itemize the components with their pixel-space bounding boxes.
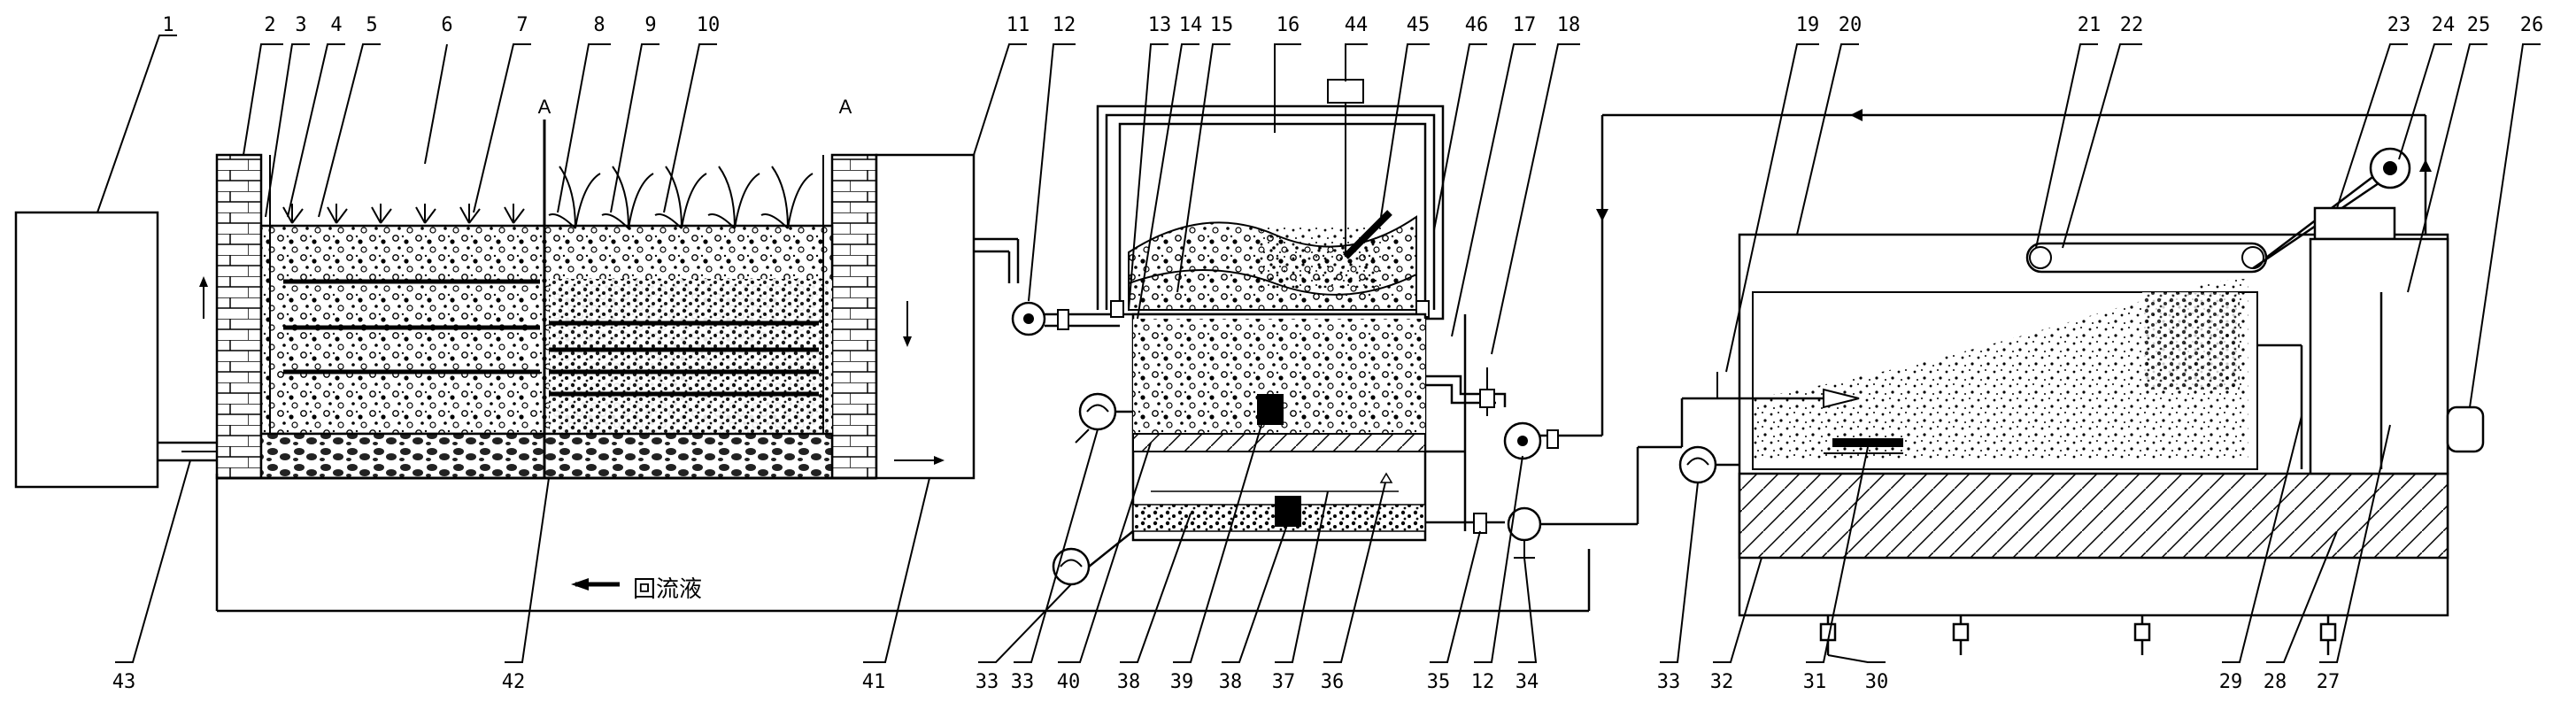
- callout-top-44: 44: [1344, 14, 1369, 36]
- callout-top-24: 24: [2431, 14, 2456, 36]
- callout-top-1: 1: [162, 14, 174, 36]
- outlet-pipe: [2446, 405, 2485, 453]
- callout-bottom-30: 30: [1864, 671, 1889, 693]
- callout-bottom-28: 28: [2263, 671, 2287, 693]
- callout-top-46: 46: [1464, 14, 1489, 36]
- section-mark-right: A: [838, 96, 852, 118]
- callout-top-20: 20: [1838, 14, 1863, 36]
- callout-bottom-33a: 33: [975, 671, 999, 693]
- callout-top-3: 3: [295, 14, 307, 36]
- callout-top-16: 16: [1276, 14, 1300, 36]
- section-mark-left: A: [537, 96, 551, 118]
- outlet-chamber: [875, 153, 976, 480]
- brick-wall-left: [215, 153, 263, 480]
- callout-top-7: 7: [516, 14, 528, 36]
- callout-bottom-35: 35: [1426, 671, 1451, 693]
- callout-top-18: 18: [1556, 14, 1581, 36]
- callout-bottom-43: 43: [112, 671, 136, 693]
- callout-top-25: 25: [2466, 14, 2491, 36]
- callout-top-15: 15: [1209, 14, 1234, 36]
- callout-bottom-39: 39: [1169, 671, 1194, 693]
- callout-bottom-38b: 38: [1218, 671, 1243, 693]
- pump-33c: [1678, 445, 1717, 484]
- callout-top-21: 21: [2077, 14, 2102, 36]
- callout-top-9: 9: [644, 14, 657, 36]
- collection-tank: [14, 211, 159, 489]
- callout-top-2: 2: [264, 14, 276, 36]
- callout-top-12: 12: [1052, 14, 1076, 36]
- wetland-base-layer: [259, 432, 834, 480]
- callout-top-4: 4: [330, 14, 343, 36]
- callout-bottom-33c: 33: [1656, 671, 1681, 693]
- callout-bottom-36: 36: [1320, 671, 1345, 693]
- callout-top-8: 8: [593, 14, 605, 36]
- callout-bottom-38a: 38: [1116, 671, 1141, 693]
- callout-top-45: 45: [1406, 14, 1431, 36]
- callout-top-5: 5: [366, 14, 378, 36]
- callout-bottom-27: 27: [2316, 671, 2341, 693]
- callout-bottom-42: 42: [501, 671, 526, 693]
- pump-33a: [1078, 392, 1117, 431]
- callout-top-23: 23: [2387, 14, 2411, 36]
- callout-top-10: 10: [696, 14, 721, 36]
- callout-top-14: 14: [1178, 14, 1203, 36]
- callout-top-6: 6: [441, 14, 453, 36]
- callout-bottom-41: 41: [861, 671, 886, 693]
- return-liquid-label: 回流液: [633, 576, 703, 603]
- callout-top-11: 11: [1006, 14, 1030, 36]
- callout-top-17: 17: [1512, 14, 1537, 36]
- callout-bottom-40: 40: [1056, 671, 1081, 693]
- callout-top-19: 19: [1795, 14, 1820, 36]
- callout-top-13: 13: [1147, 14, 1172, 36]
- callout-bottom-33b: 33: [1010, 671, 1035, 693]
- callout-bottom-34: 34: [1515, 671, 1539, 693]
- brick-wall-right: [830, 153, 878, 480]
- callout-bottom-12: 12: [1470, 671, 1495, 693]
- callout-bottom-37: 37: [1271, 671, 1296, 693]
- callout-bottom-32: 32: [1709, 671, 1734, 693]
- callout-top-26: 26: [2519, 14, 2544, 36]
- callout-top-22: 22: [2119, 14, 2144, 36]
- callout-bottom-31: 31: [1802, 671, 1827, 693]
- drive-motor: [2313, 206, 2396, 241]
- callout-bottom-29: 29: [2218, 671, 2243, 693]
